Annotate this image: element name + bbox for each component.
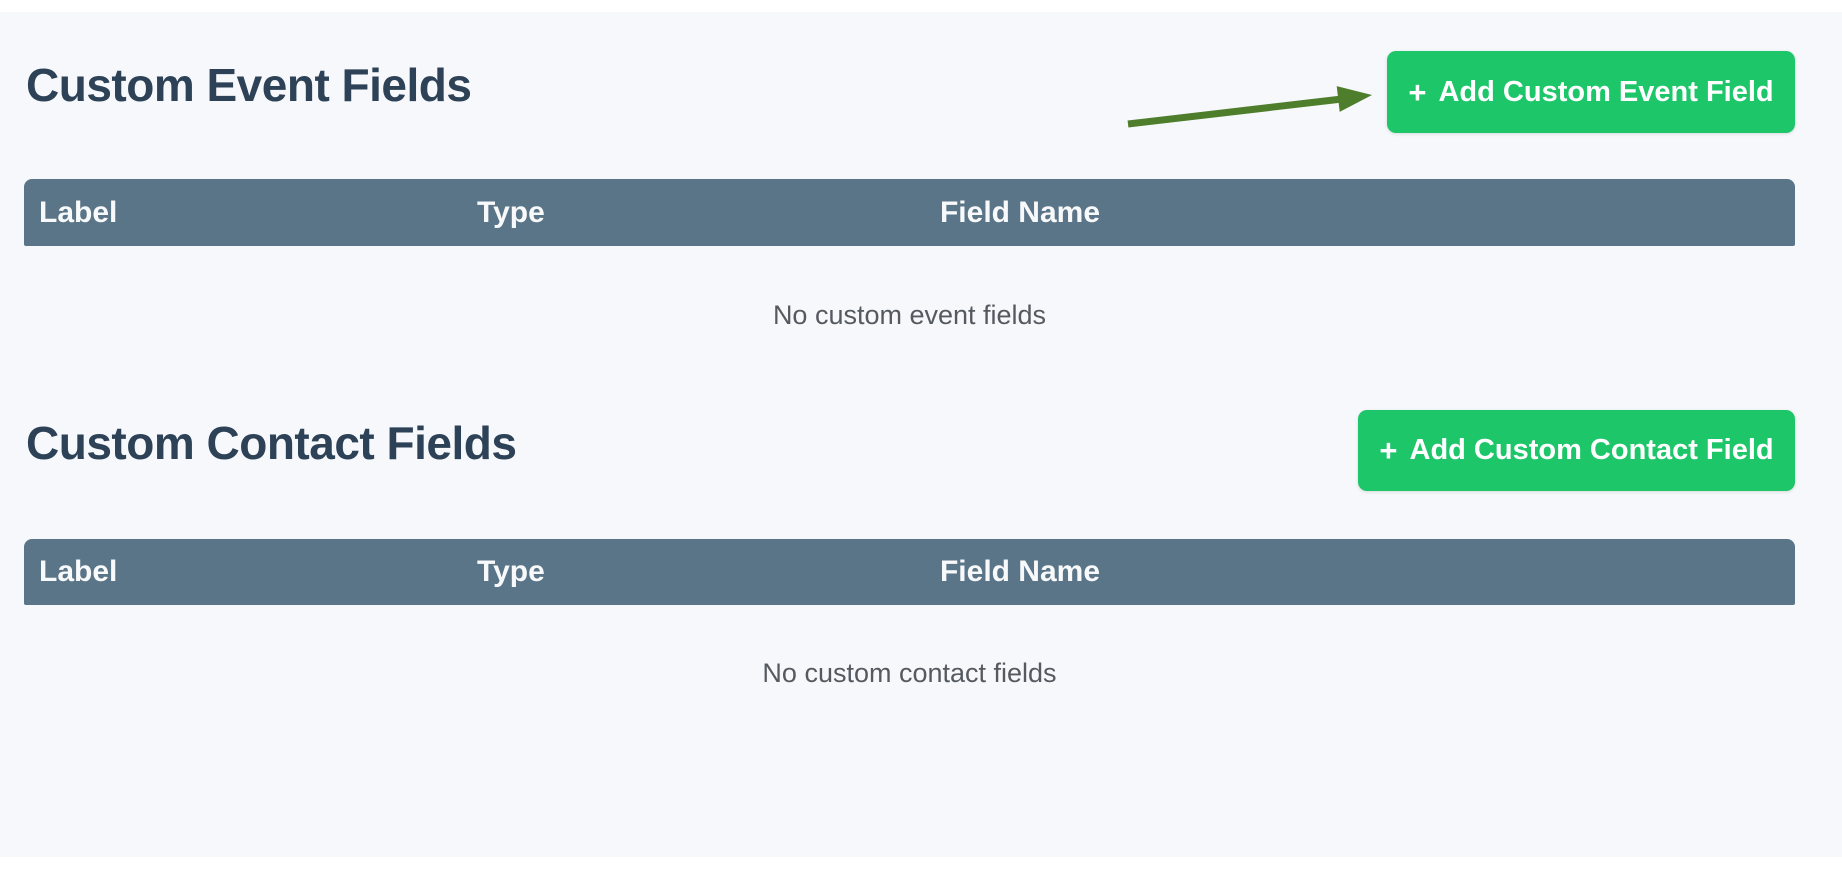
event-fields-table-header: Label Type Field Name (24, 179, 1795, 246)
contact-fields-table-header: Label Type Field Name (24, 539, 1795, 605)
column-header-type: Type (477, 195, 545, 229)
add-custom-contact-field-label: Add Custom Contact Field (1409, 434, 1774, 466)
add-custom-event-field-label: Add Custom Event Field (1438, 75, 1774, 108)
column-header-label: Label (39, 195, 118, 229)
add-custom-contact-field-button[interactable]: + Add Custom Contact Field (1358, 410, 1795, 491)
plus-icon: + (1408, 74, 1427, 110)
section-title-custom-contact-fields: Custom Contact Fields (26, 417, 517, 469)
section-title-custom-event-fields: Custom Event Fields (26, 59, 472, 111)
event-fields-empty-state: No custom event fields (772, 300, 1047, 330)
column-header-type: Type (477, 555, 545, 588)
add-custom-event-field-button[interactable]: + Add Custom Event Field (1387, 51, 1795, 133)
column-header-field-name: Field Name (939, 195, 1101, 229)
contact-fields-empty-state: No custom contact fields (762, 658, 1057, 688)
annotation-arrow (1127, 86, 1372, 128)
column-header-field-name: Field Name (939, 555, 1101, 588)
column-header-label: Label (39, 555, 118, 588)
bottom-white-strip (0, 857, 1842, 874)
top-white-strip (0, 0, 1842, 12)
plus-icon: + (1379, 433, 1398, 468)
